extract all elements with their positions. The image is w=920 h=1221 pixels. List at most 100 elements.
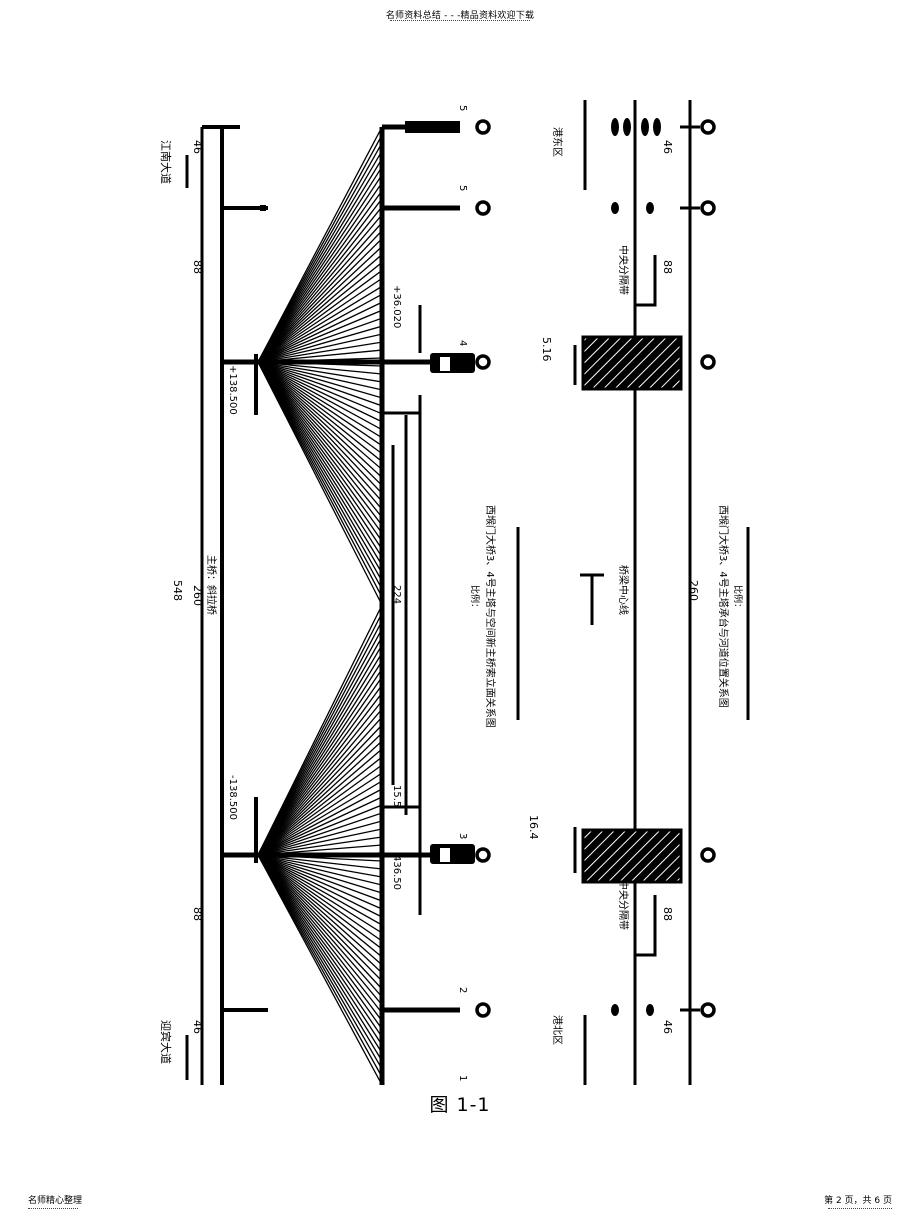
stay-cable [257, 854, 383, 966]
pier-label-4: 3 [457, 833, 468, 839]
stay-cable [257, 361, 383, 471]
stay-cable [257, 708, 383, 856]
right-panel-title: 西堠门大桥3、4号主塔承台与河道位置关系图 [717, 505, 730, 708]
elev-bottom: -138.500 [227, 775, 238, 820]
pier-label-5: 2 [457, 987, 468, 993]
stay-cable [257, 361, 383, 494]
stay-cable [257, 854, 383, 910]
right-span-top: 88 [661, 260, 674, 274]
stay-cable [257, 820, 383, 856]
stay-cable [257, 269, 383, 363]
pier-label-6: 1 [457, 1075, 468, 1081]
stay-cable [257, 804, 383, 856]
stay-cable [257, 134, 383, 363]
stay-cable [257, 854, 383, 974]
right-panel-scale: 比例： [732, 585, 744, 612]
stay-cable [257, 285, 383, 363]
stay-cable [257, 660, 383, 856]
stay-cable [257, 361, 383, 510]
stay-cable [257, 854, 383, 1070]
district-top: 港东区 [551, 127, 564, 157]
stay-cable [257, 764, 383, 856]
stay-cable [257, 361, 383, 566]
stay-cable [257, 361, 383, 407]
stay-cable [257, 277, 383, 363]
stay-cable [257, 854, 383, 1006]
right-plan-panel: 港东区 港北区 46 46 88 88 260 中央分隔带 中央分隔带 桥梁中心… [527, 100, 750, 1085]
stay-cable [257, 854, 383, 982]
stay-cable [257, 182, 383, 363]
stay-cable [257, 780, 383, 856]
pier-label-1: 5 [457, 105, 468, 111]
footer-right-dots [828, 1208, 892, 1209]
right-dim-bottom: 16.4 [527, 815, 540, 840]
stay-cable [257, 828, 383, 856]
stay-cable [257, 852, 383, 856]
stay-cable [257, 361, 383, 463]
stay-cable [257, 740, 383, 856]
stay-cable [257, 854, 383, 950]
stay-cable [257, 854, 383, 998]
bridge-drawing: 江南大道 迎宾大道 46 46 88 88 548 260 主桥：斜拉桥 +13… [150, 95, 750, 1085]
span-end-bottom: 46 [191, 1020, 204, 1034]
footer-left: 名师精心整理 [28, 1196, 83, 1206]
stay-cable [257, 854, 383, 918]
pier-label-3: 4 [457, 340, 468, 346]
stay-cable [257, 261, 383, 363]
stay-cable [257, 361, 383, 391]
stay-cable [257, 230, 383, 363]
stay-cable [257, 854, 383, 926]
stay-cable [257, 361, 383, 439]
stay-cable [257, 732, 383, 856]
stay-cable [257, 716, 383, 856]
stay-cable [257, 361, 383, 423]
stay-cable [257, 628, 383, 856]
stay-cable [257, 142, 383, 363]
stay-cable [257, 796, 383, 856]
stay-cable [257, 361, 383, 383]
span-side-top: 88 [191, 260, 204, 274]
right-center-label: 桥梁中心线 [617, 565, 630, 615]
stay-cable [257, 309, 383, 363]
stay-cable [257, 854, 383, 1014]
stay-cable [257, 772, 383, 856]
span-total: 548 [171, 580, 184, 601]
left-panel-scale: 比例： [469, 585, 481, 612]
right-span-main: 260 [687, 580, 700, 601]
figure-caption: 图 1-1 [429, 1094, 491, 1116]
stay-cable [257, 238, 383, 363]
stay-cable [257, 854, 383, 934]
bridge-type-label: 主桥：斜拉桥 [205, 555, 218, 615]
stay-cable [257, 349, 383, 363]
stay-cable [257, 854, 383, 942]
stay-cable [257, 636, 383, 856]
stay-cable [257, 854, 383, 902]
stay-cable [257, 854, 383, 958]
stay-cable [257, 361, 383, 526]
stay-cable [257, 361, 383, 447]
stay-cable [257, 812, 383, 856]
stay-cable [257, 756, 383, 856]
stay-cable [257, 317, 383, 363]
stay-cable [257, 246, 383, 363]
stay-cable [257, 361, 383, 574]
footer-page-number: 第 2 页，共 6 页 [824, 1196, 892, 1206]
stay-cable [257, 788, 383, 856]
stay-cable [257, 361, 383, 606]
stay-cable [257, 361, 383, 558]
left-elevation-panel: 江南大道 迎宾大道 46 46 88 88 548 260 主桥：斜拉桥 +13… [159, 105, 520, 1085]
stay-cable [257, 854, 383, 878]
road-label-top: 江南大道 [159, 140, 173, 184]
stay-cable [257, 684, 383, 856]
stay-cable [257, 644, 383, 856]
header-dotted-rule [390, 20, 530, 21]
stay-cable [257, 700, 383, 856]
right-label-top: 中央分隔带 [617, 245, 630, 295]
stay-cable [257, 361, 383, 375]
stay-cable [257, 361, 383, 486]
stay-cable [257, 361, 383, 455]
right-dim-top: 5.16 [540, 337, 553, 362]
stay-cable [257, 174, 383, 363]
dim-small: 15.5 [391, 785, 402, 807]
stay-cable [257, 854, 383, 894]
